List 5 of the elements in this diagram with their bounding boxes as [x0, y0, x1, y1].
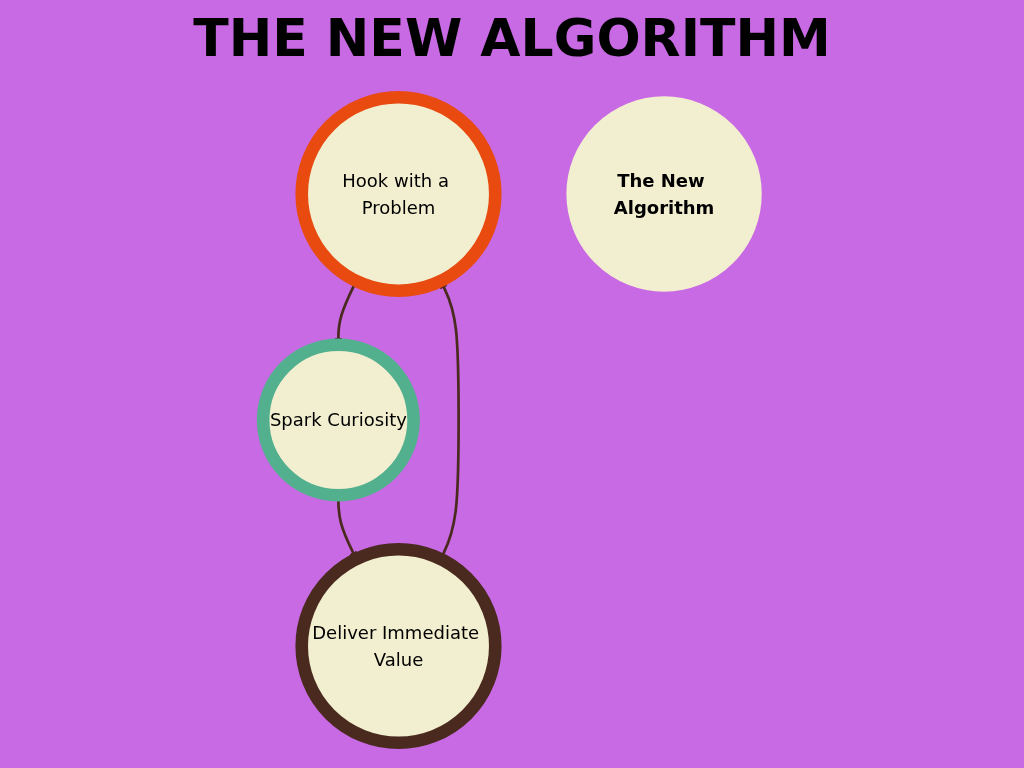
node-circle: The New Algorithm: [566, 96, 762, 292]
title: THE NEW ALGORITHM: [192, 8, 832, 68]
node-circle: Deliver Immediate Value: [295, 542, 502, 750]
node-circle: Hook with a Problem: [295, 90, 502, 298]
node-circle: Spark Curiosity: [256, 338, 420, 502]
